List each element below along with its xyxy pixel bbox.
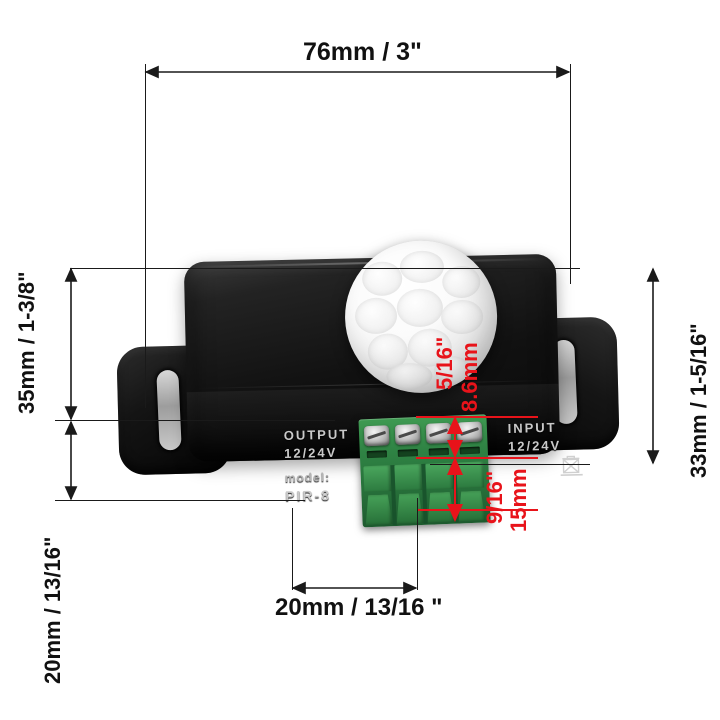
terminal-rib-3 [425,462,454,490]
label-red-upper-mm: 8.6mm [457,342,482,412]
extension-line-right-vertical [570,64,571,284]
sensor-housing: OUTPUT 12/24V model: PIR-8 INPUT 12/24V [183,239,583,528]
label-height-right: 33mm / 1-5/16" [686,323,711,478]
product-photo: OUTPUT 12/24V model: PIR-8 INPUT 12/24V [116,239,620,528]
terminal-screw-4 [456,421,483,443]
red-tick-bottom [418,509,538,511]
label-width-top: 76mm / 3" [303,38,422,66]
terminal-screw-2 [394,423,421,445]
label-red-lower-in: 9/16" [482,470,507,524]
red-tick-top [416,416,538,418]
label-red-upper-in: 5/16" [432,336,457,390]
extension-line-bottom [55,500,305,501]
extension-line-bottom-right [417,498,418,590]
label-width-bottom: 20mm / 13/16 " [275,594,443,621]
terminal-screw-1 [363,425,390,447]
output-voltage-label: 12/24V [283,444,338,462]
terminal-screw-3 [425,422,452,444]
label-height-left-upper: 35mm / 1-3/8" [14,271,39,414]
terminal-rib-1 [363,465,392,493]
input-label: INPUT [507,419,557,436]
red-tick-middle [416,457,538,459]
terminal-hole-3 [428,447,449,456]
extension-line-mid [55,420,335,421]
model-value-label: PIR-8 [284,486,332,505]
crossed-out-wheelie-bin-icon [560,455,583,476]
input-voltage-label: 12/24V [507,437,562,454]
model-label: model: [284,469,331,486]
extension-line-right-bottom [430,464,590,465]
mounting-slot-left [156,369,182,451]
terminal-rib-2 [394,463,423,492]
extension-line-bottom-left [292,508,293,590]
label-red-lower-mm: 15mm [506,468,531,532]
extension-line-left-vertical [145,64,146,408]
terminal-rib-4 [456,461,485,489]
terminal-hole-2 [397,449,418,457]
output-label: OUTPUT [283,426,350,444]
terminal-hole-1 [366,450,388,459]
label-height-left-lower: 20mm / 13/16" [40,536,65,684]
terminal-hole-4 [459,446,480,455]
extension-line-top-left [70,268,580,269]
